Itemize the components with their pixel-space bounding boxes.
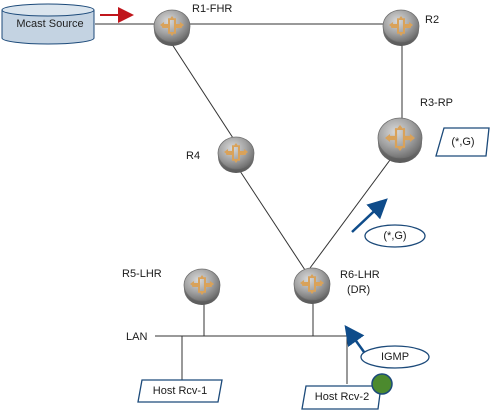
join-arrow	[351, 198, 388, 233]
router-r1-label: R1-FHR	[192, 3, 233, 15]
router-r6-role: (DR)	[347, 284, 371, 296]
router-r1-icon	[153, 9, 191, 47]
rp-state-label: (*,G)	[451, 136, 475, 148]
igmp-label: IGMP	[380, 351, 410, 363]
host-rcv1-label: Host Rcv-1	[152, 385, 208, 397]
lan-label: LAN	[126, 331, 148, 343]
host-rcv2-box	[301, 385, 382, 410]
router-r6-icon	[293, 267, 331, 305]
link-r4-r6	[237, 167, 306, 271]
receiver-status-dot	[371, 373, 393, 395]
igmp-arrow	[344, 324, 366, 353]
router-r4-label: R4	[186, 150, 201, 162]
router-r3-label: R3-RP	[420, 97, 454, 109]
link-r1-r4	[167, 37, 234, 139]
router-r2-icon	[382, 9, 420, 47]
multicast-source	[1, 3, 95, 45]
join-message-label: (*,G)	[383, 230, 407, 242]
link-r3-r6	[309, 159, 391, 269]
router-r5-icon	[183, 268, 221, 306]
host-rcv2-label: Host Rcv-2	[314, 391, 370, 403]
router-r4-icon	[217, 136, 255, 174]
router-r3-icon	[376, 116, 424, 165]
rp-state-box	[435, 127, 490, 157]
network-links	[95, 23, 403, 384]
router-r6-label: R6-LHR	[340, 269, 380, 281]
router-r2-label: R2	[425, 14, 440, 26]
join-message-bubble	[364, 224, 426, 248]
host-rcv1-box	[137, 379, 223, 403]
router-r5-label: R5-LHR	[122, 268, 162, 280]
igmp-bubble	[360, 345, 430, 369]
source-label: Mcast Source	[16, 18, 84, 30]
